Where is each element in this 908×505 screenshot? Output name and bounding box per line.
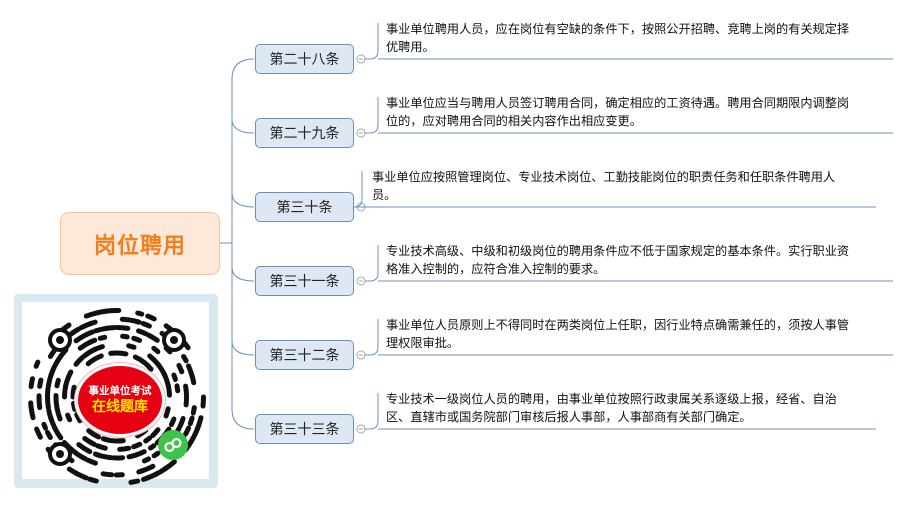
text-line: 事业单位应当与聘用人员签订聘用合同，确定相应的工资待遇。聘用合同期限内调整岗 <box>386 96 850 110</box>
text-line: 专业技术一级岗位人员的聘用，由事业单位按照行政隶属关系逐级上报，经省、自治 <box>386 392 837 406</box>
text-line: 位的，应对聘用合同的相关内容作出相应变更。 <box>386 114 642 128</box>
text-line: 事业单位应按照管理岗位、专业技术岗位、工勤技能岗位的职责任务和任职条件聘用人 <box>372 170 836 184</box>
root-node: 岗位聘用 <box>60 212 220 275</box>
badge-line-1: 事业单位考试 <box>88 384 152 397</box>
text-connector <box>365 245 379 282</box>
article-text-28: 事业单位聘用人员，应在岗位有空缺的条件下，按照公开招聘、竞聘上岗的有关规定择 优… <box>386 20 849 56</box>
article-label: 第三十条 <box>276 200 333 216</box>
text-line: 格准入控制的，应符合准入控制的要求。 <box>386 262 606 276</box>
article-text-32: 事业单位人员原则上不得同时在两类岗位上任职，因行业特点确需兼任的，须按人事管 理… <box>386 316 849 352</box>
text-connector <box>365 97 379 134</box>
article-node-29: 第二十九条 <box>255 118 354 148</box>
text-connector <box>365 393 379 430</box>
article-node-31: 第三十一条 <box>255 266 354 296</box>
article-text-30: 事业单位应按照管理岗位、专业技术岗位、工勤技能岗位的职责任务和任职条件聘用人 员… <box>372 168 835 204</box>
text-line: 区、直辖市或国务院部门审核后报人事部，人事部商有关部门确定。 <box>386 410 752 424</box>
text-line: 优聘用。 <box>386 40 435 54</box>
article-text-29: 事业单位应当与聘用人员签订聘用合同，确定相应的工资待遇。聘用合同期限内调整岗 位… <box>386 94 849 130</box>
article-label: 第二十九条 <box>269 126 340 142</box>
article-label: 第三十二条 <box>269 348 340 364</box>
badge-line-2: 在线题库 <box>92 398 148 415</box>
text-connector <box>365 319 379 356</box>
root-title: 岗位聘用 <box>93 233 186 259</box>
text-line: 事业单位人员原则上不得同时在两类岗位上任职，因行业特点确需兼任的，须按人事管 <box>386 318 850 332</box>
article-label: 第三十一条 <box>269 274 340 290</box>
article-text-33: 专业技术一级岗位人员的聘用，由事业单位按照行政隶属关系逐级上报，经省、自治 区、… <box>386 390 837 426</box>
branch-line <box>231 192 255 208</box>
article-label: 第三十三条 <box>269 422 340 438</box>
text-line: 专业技术高级、中级和初级岗位的聘用条件应不低于国家规定的基本条件。实行职业资 <box>386 244 850 258</box>
mini-program-icon <box>158 430 188 460</box>
article-node-32: 第三十二条 <box>255 340 354 370</box>
article-node-28: 第二十八条 <box>255 44 354 74</box>
qr-center-badge: 事业单位考试 在线题库 <box>75 363 165 437</box>
trunk-line <box>231 58 255 430</box>
text-line: 理权限审批。 <box>386 336 460 350</box>
text-connector <box>353 171 365 208</box>
text-line: 事业单位聘用人员，应在岗位有空缺的条件下，按照公开招聘、竞聘上岗的有关规定择 <box>386 22 850 36</box>
branch-line <box>231 340 255 356</box>
text-line: 员。 <box>372 188 397 202</box>
text-connector <box>365 23 379 60</box>
branch-line <box>231 118 255 134</box>
article-text-31: 专业技术高级、中级和初级岗位的聘用条件应不低于国家规定的基本条件。实行职业资 格… <box>386 242 849 278</box>
article-label: 第二十八条 <box>269 52 340 68</box>
article-node-30: 第三十条 <box>255 192 354 222</box>
branch-line <box>231 266 255 282</box>
article-node-33: 第三十三条 <box>255 414 354 444</box>
